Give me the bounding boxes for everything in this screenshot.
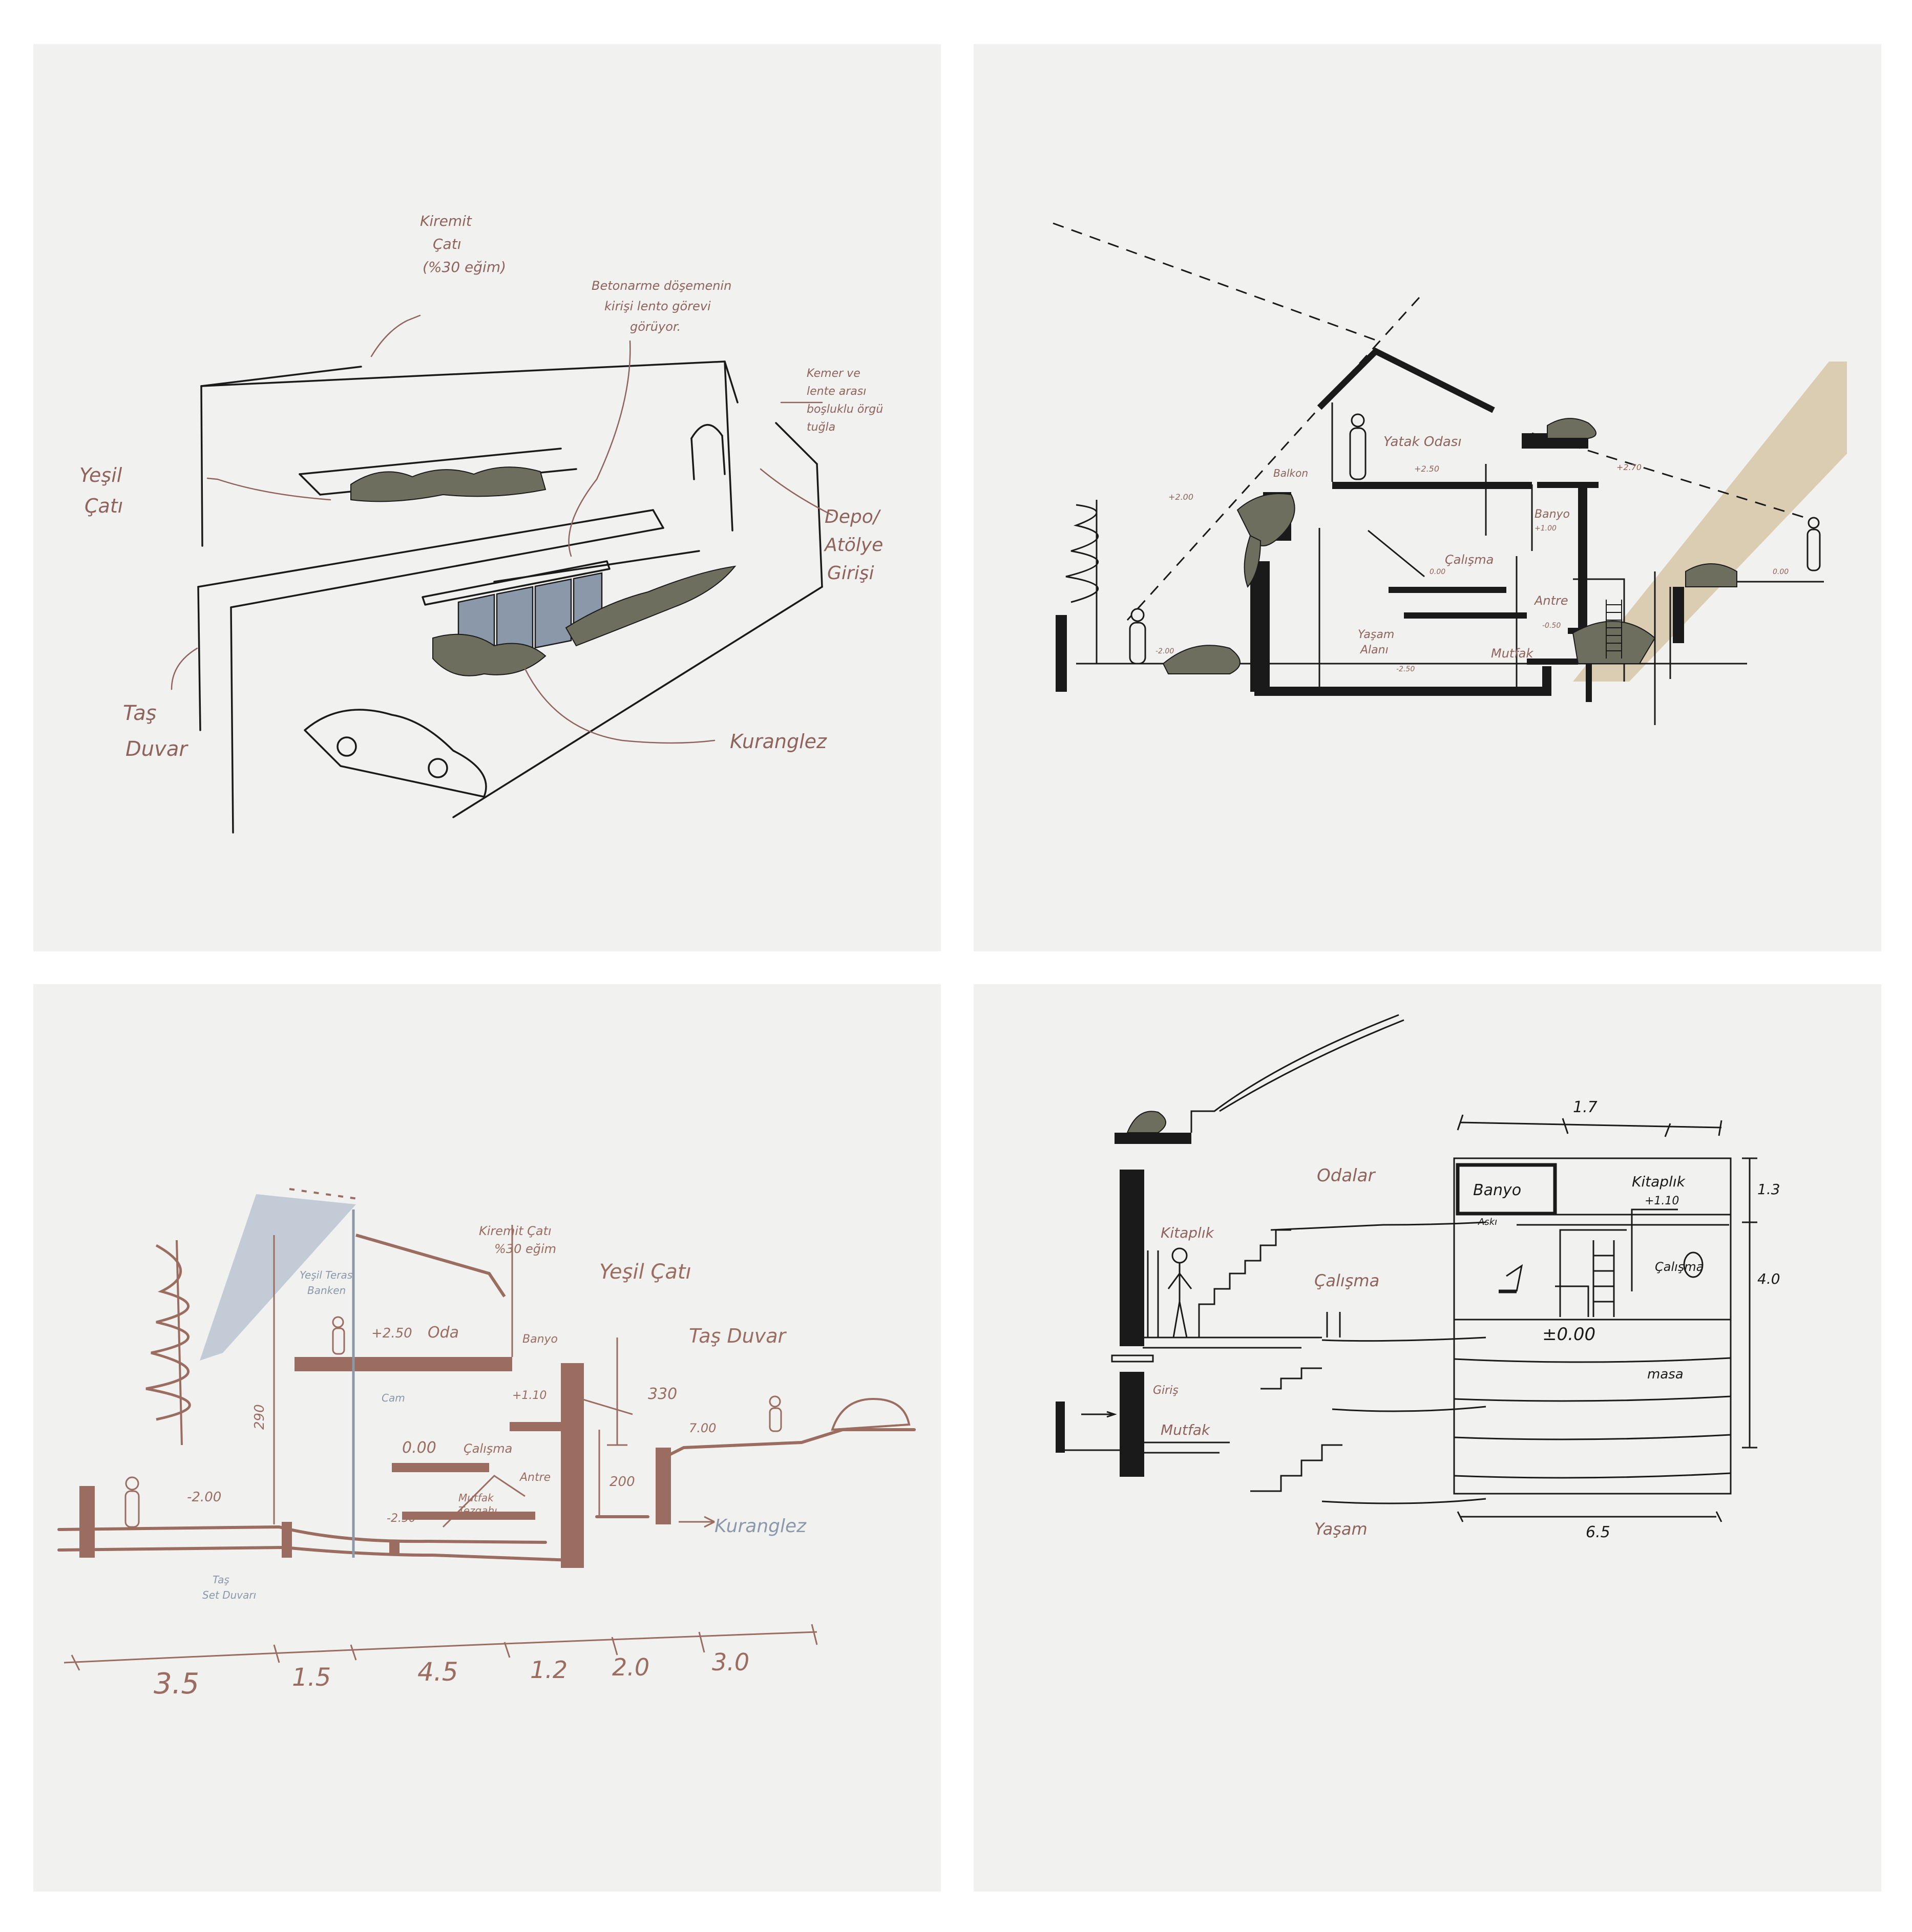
dim-45: 4.5 [417,1657,458,1687]
label-calisma: Çalışma [1445,553,1494,567]
level-700: 7.00 [689,1421,716,1435]
plan-level-000: ±0.00 [1542,1324,1595,1345]
label-mutfak: Mutfak [1161,1421,1211,1438]
plan-aski: Askı [1478,1217,1497,1227]
label-yasam: Yaşam [1314,1519,1368,1539]
label-kuranglez: Kuranglez [715,1516,807,1537]
sketch-panel-section-sun: Yatak Odası Balkon Banyo Çalışma Antre Y… [974,44,1881,951]
label-tasset-1: Taş [213,1574,229,1586]
plan-level-110: +1.10 [1645,1195,1679,1207]
label-yesil-1: Yeşil [79,464,122,486]
label-mutfak: Mutfak [1491,646,1533,661]
dim-13: 1.3 [1757,1181,1780,1198]
plan-calisma: Çalışma [1655,1260,1704,1274]
level-000b: 0.00 [1773,568,1789,576]
label-kemer-1: Kemer ve [807,367,860,380]
level-m200: -2.00 [187,1490,221,1505]
label-betonarme-1: Betonarme döşemenin [592,279,731,293]
level-banyo: +1.10 [512,1389,547,1402]
dim-30: 3.0 [712,1648,749,1676]
detail-plan-drawing: Odalar Kitaplık Çalışma Giriş Mutfak Yaş… [1056,1014,1780,1541]
label-kiremit-1: Kiremit [420,213,472,229]
label-betonarme-3: görüyor. [630,320,681,334]
dim-200: 200 [610,1474,635,1490]
label-calisma: Çalışma [1314,1271,1379,1290]
section-brown-drawing: Kiremit Çatı %30 eğim Yeşil Teras Banken… [57,1188,916,1701]
dim-40: 4.0 [1757,1270,1780,1287]
sketch-panel-section-brown: Kiremit Çatı %30 eğim Yeşil Teras Banken… [33,984,941,1892]
label-kemer-4: tuğla [807,421,835,434]
plan-masa: masa [1647,1367,1684,1382]
sky-wedge [200,1194,356,1361]
sketch-panel-detail-plan: Odalar Kitaplık Çalışma Giriş Mutfak Yaş… [974,984,1881,1892]
label-kiremit-2: %30 eğim [494,1242,556,1256]
label-kiremit-2: Çatı [433,236,461,252]
label-kemer-3: boşluklu örgü [807,403,883,416]
label-depo-2: Atölye [824,535,883,556]
dim-330: 330 [648,1385,677,1403]
label-yesilteras-1: Yeşil Teras [300,1269,352,1281]
level-p200: +2.00 [1168,492,1193,502]
section-sun-drawing: Yatak Odası Balkon Banyo Çalışma Antre Y… [1053,222,1847,725]
label-tasset-2: Set Duvarı [202,1589,256,1601]
plan-banyo: Banyo [1473,1181,1521,1199]
label-betonarme-2: kirişi lento görevi [604,299,711,313]
label-kurangle: Kuranglez [730,730,827,753]
label-balkon: Balkon [1273,467,1308,479]
label-tas-2: Duvar [125,737,188,761]
label-kitaplik: Kitaplık [1161,1224,1215,1241]
level-m050: -0.50 [1542,622,1561,630]
label-kiremit-3: (%30 eğim) [423,259,506,275]
label-oda: Oda [428,1324,459,1342]
label-banyo: Banyo [1535,508,1570,521]
level-000a: 0.00 [1430,568,1445,576]
label-odalar: Odalar [1317,1165,1376,1186]
level-m200: -2.00 [1155,647,1174,655]
label-mutfak-2: Tezgahı [458,1504,497,1517]
level-oda: +2.50 [371,1326,412,1341]
label-yesil-cati: Yeşil Çatı [599,1260,691,1284]
plan-kitaplik: Kitaplık [1632,1173,1686,1190]
level-m250: -2.50 [387,1512,416,1525]
level-p100: +1.00 [1535,524,1557,533]
axonometric-drawing: Kiremit Çatı (%30 eğim) Betonarme döşeme… [79,213,883,834]
level-p250: +2.50 [1414,464,1439,474]
label-yatak: Yatak Odası [1383,434,1462,450]
label-depo-1: Depo/ [825,506,881,527]
dim-top: 1.7 [1573,1098,1598,1116]
label-yasam-2: Alanı [1359,644,1389,656]
label-antre: Antre [1533,593,1568,608]
dim-15: 1.5 [292,1663,331,1692]
dim-290: 290 [252,1404,267,1430]
dim-bottom: 6.5 [1586,1523,1610,1541]
label-kiremit-1: Kiremit Çatı [479,1224,552,1238]
label-cam: Cam [382,1392,405,1404]
label-depo-3: Girişi [827,563,874,584]
label-kemer-2: lente arası [807,385,866,398]
sketch-panel-axonometric: Kiremit Çatı (%30 eğim) Betonarme döşeme… [33,44,941,951]
label-mutfak-1: Mutfak [458,1492,494,1504]
label-tas-1: Taş [123,702,157,725]
level-calisma: 0.00 [402,1439,436,1457]
label-yesilteras-2: Banken [307,1284,346,1297]
dim-12: 1.2 [530,1656,568,1684]
level-p270: +2.70 [1616,462,1642,472]
dim-35: 3.5 [154,1667,199,1701]
label-yasam-1: Yaşam [1358,628,1394,641]
label-antre: Antre [519,1471,551,1484]
label-yesil-2: Çatı [85,495,123,517]
level-m250: -2.50 [1396,665,1415,673]
label-banyo: Banyo [522,1333,558,1346]
sun-band [1573,362,1847,682]
label-tas-duvar: Taş Duvar [689,1325,787,1347]
label-giris: Giriş [1153,1384,1179,1397]
label-calisma: Çalışma [464,1441,512,1456]
dim-20: 2.0 [612,1653,649,1681]
